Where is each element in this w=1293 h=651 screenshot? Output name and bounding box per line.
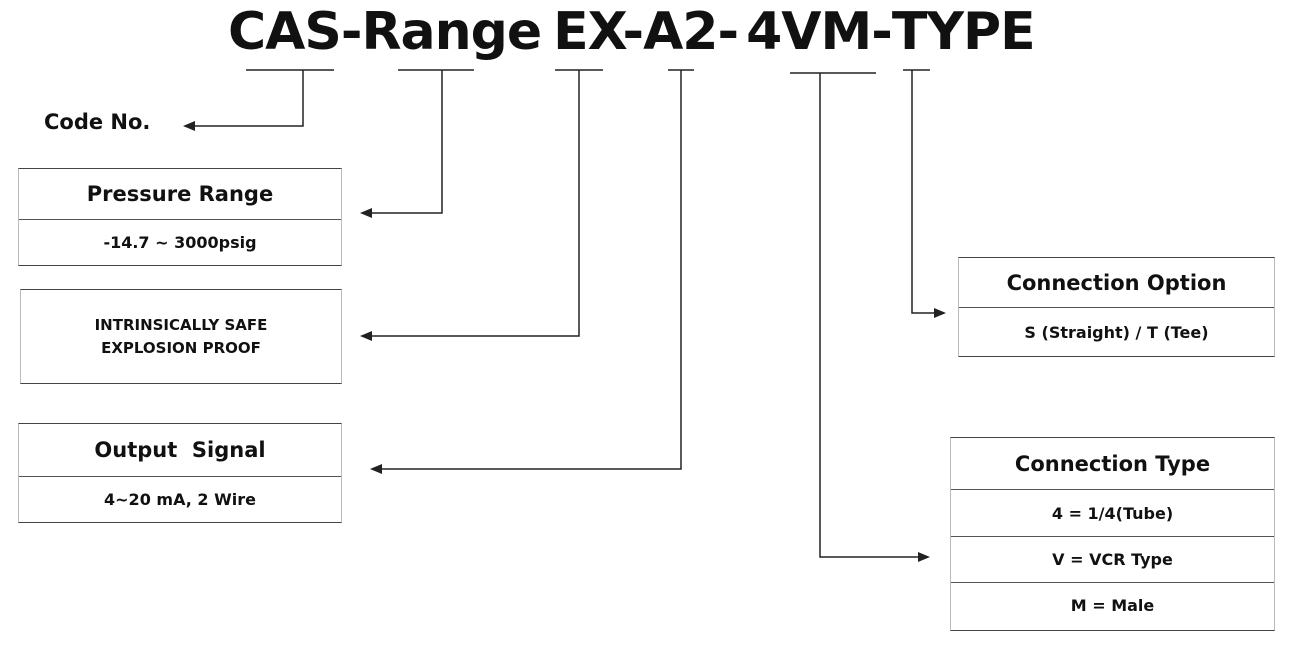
- title-part-cas: CAS-: [228, 2, 362, 62]
- title-part-ex: EX-: [553, 2, 644, 62]
- output-signal-box: Output Signal 4~20 mA, 2 Wire: [18, 423, 342, 523]
- title-part-4vm: 4VM-: [746, 2, 893, 62]
- code-no-label: Code No.: [44, 110, 151, 134]
- connector-pressure: [360, 70, 443, 218]
- connection-option-box: Connection Option S (Straight) / T (Tee): [958, 257, 1275, 357]
- safety-line-explosion: EXPLOSION PROOF: [101, 338, 261, 357]
- connector-output: [370, 70, 682, 474]
- connection-option-header: Connection Option: [959, 258, 1274, 308]
- connection-type-row-male: M = Male: [951, 582, 1274, 628]
- connection-type-row-tube: 4 = 1/4(Tube): [1051, 503, 1174, 523]
- title-part-a2: A2-: [643, 2, 739, 62]
- output-signal-header: Output Signal: [19, 424, 341, 477]
- output-signal-value: 4~20 mA, 2 Wire: [104, 490, 256, 509]
- pressure-range-header: Pressure Range: [19, 169, 341, 220]
- pressure-range-value: -14.7 ~ 3000psig: [103, 233, 257, 252]
- connector-conn-type: [819, 73, 930, 562]
- connection-type-row-vcr: V = VCR Type: [951, 536, 1274, 582]
- connector-code-no: [183, 70, 304, 131]
- title-part-range: Range: [361, 2, 542, 62]
- connector-conn-option: [911, 70, 946, 318]
- safety-line-intrinsic: INTRINSICALLY SAFE: [94, 315, 268, 334]
- connector-safety: [360, 70, 580, 341]
- connection-option-value: S (Straight) / T (Tee): [1024, 322, 1209, 342]
- safety-box: INTRINSICALLY SAFE EXPLOSION PROOF: [20, 289, 342, 384]
- pressure-range-box: Pressure Range -14.7 ~ 3000psig: [18, 168, 342, 266]
- title-part-type: TYPE: [891, 2, 1036, 62]
- connection-type-box: Connection Type 4 = 1/4(Tube) V = VCR Ty…: [950, 437, 1275, 631]
- connection-type-header: Connection Type: [951, 438, 1274, 490]
